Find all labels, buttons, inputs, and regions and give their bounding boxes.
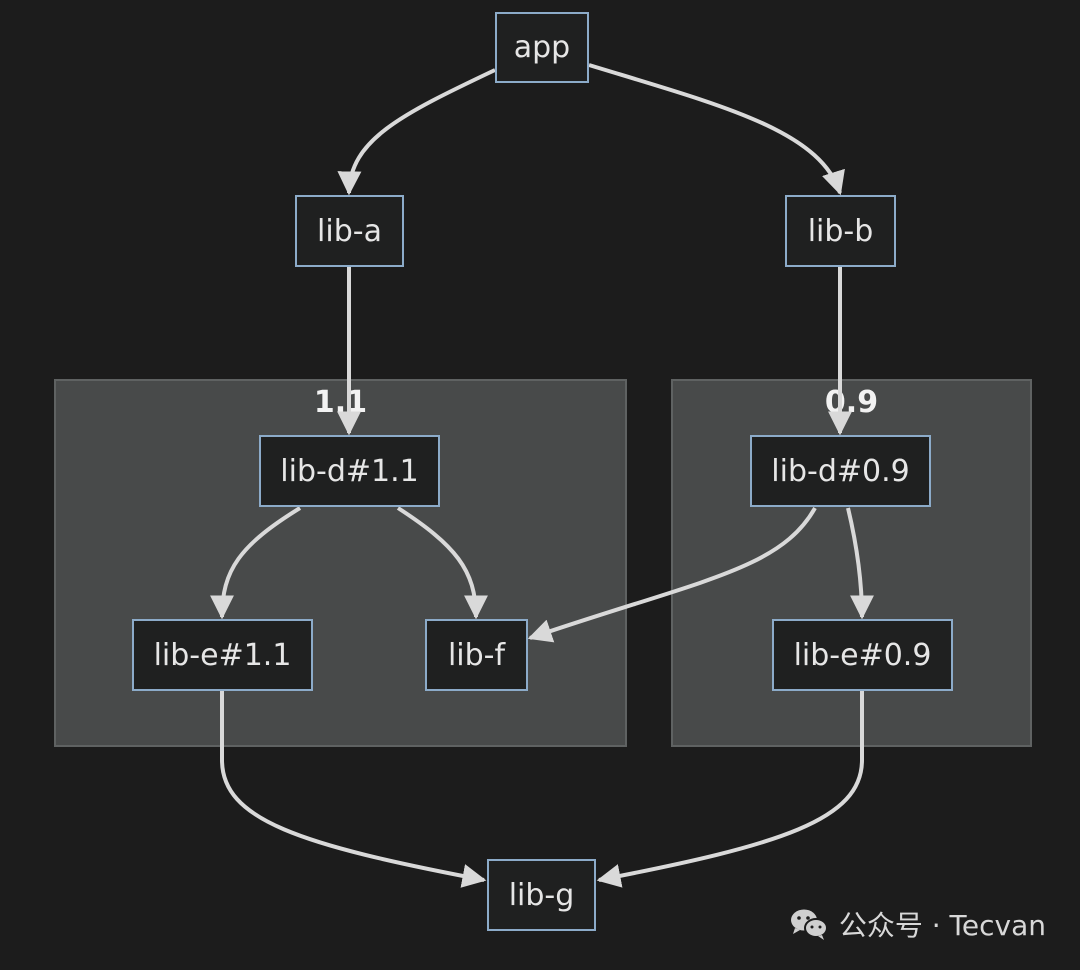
edge-libe09-libg: [596, 690, 864, 888]
node-lib-b: lib-b: [785, 195, 896, 267]
node-lib-g: lib-g: [487, 859, 596, 931]
wechat-icon: [790, 909, 828, 940]
edge-app-liba: [337, 68, 496, 196]
edge-libe11-libg: [220, 690, 487, 888]
watermark-text: 公众号 · Tecvan: [838, 909, 1046, 942]
edge-libd11-libf: [396, 506, 488, 620]
edge-libd09-libf: [527, 507, 817, 643]
node-lib-d-0-9: lib-d#0.9: [750, 435, 931, 507]
watermark: 公众号 · Tecvan: [789, 904, 1046, 944]
edge-app-libb: [588, 63, 845, 196]
node-lib-e-1-1: lib-e#1.1: [132, 619, 313, 691]
edge-libd11-libe11: [210, 506, 302, 620]
node-lib-a: lib-a: [295, 195, 404, 267]
node-app: app: [495, 12, 589, 83]
node-lib-f: lib-f: [425, 619, 528, 691]
edge-libd09-libe09: [846, 507, 874, 620]
node-lib-e-0-9: lib-e#0.9: [772, 619, 953, 691]
node-lib-d-1-1: lib-d#1.1: [259, 435, 440, 507]
